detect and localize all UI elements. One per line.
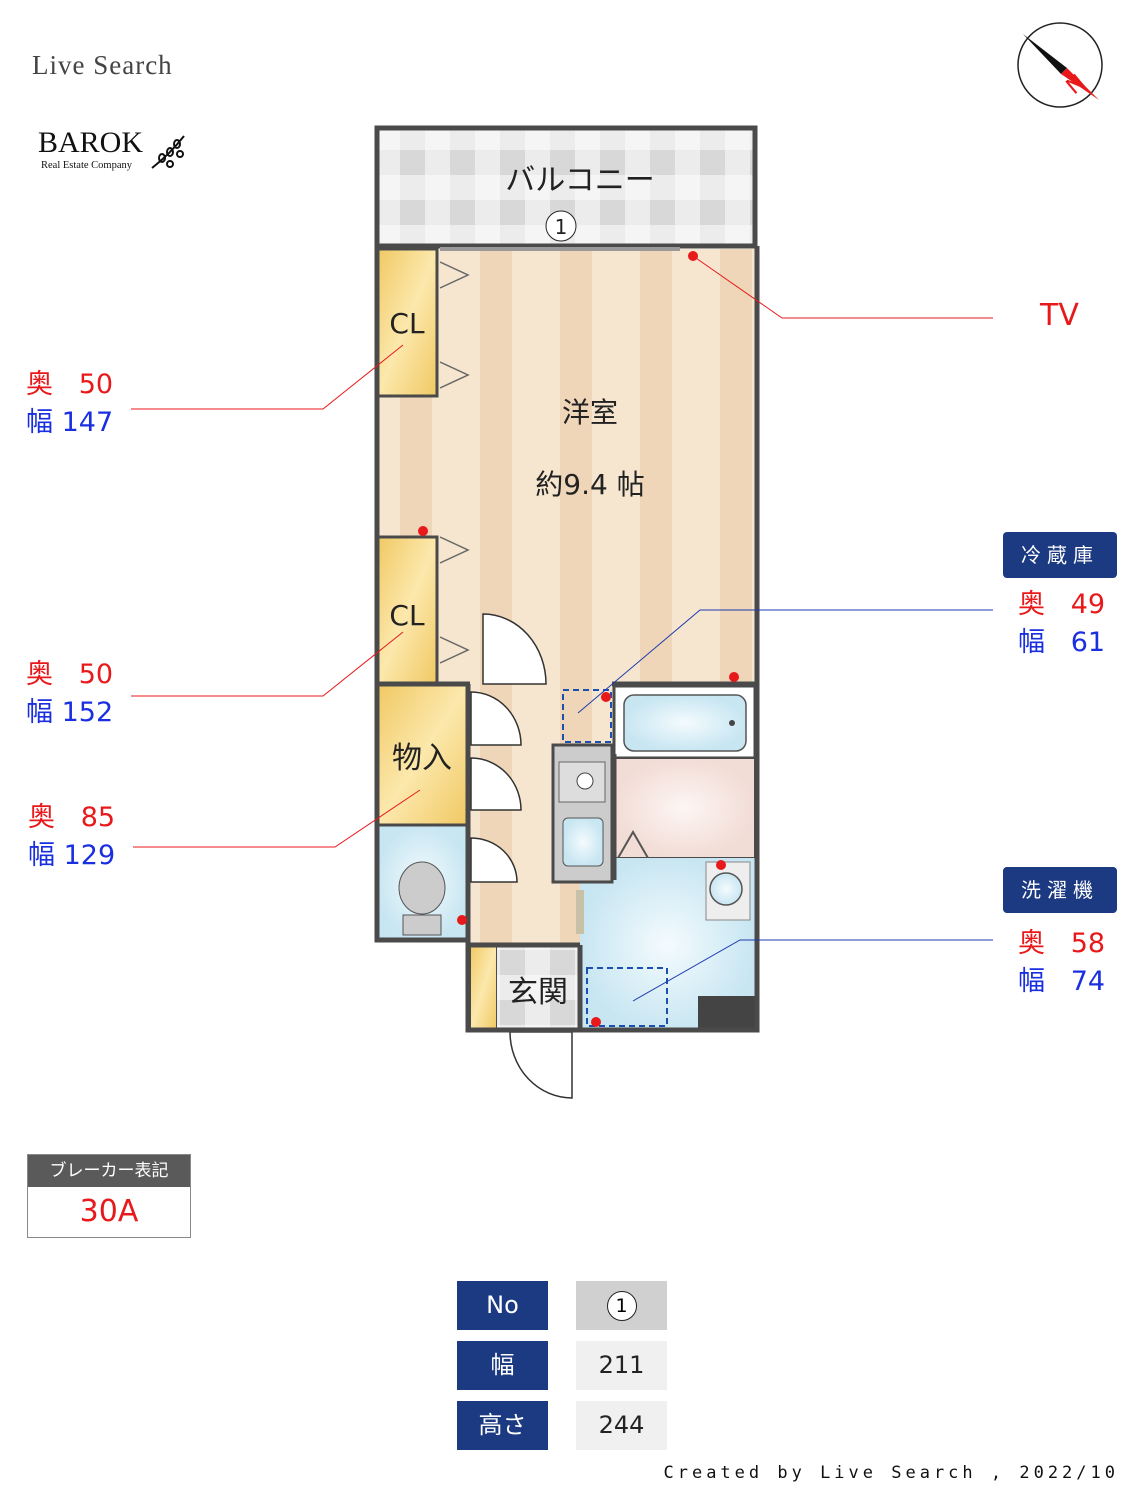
closet-2-label: CL — [389, 599, 425, 632]
table-header-height: 高さ — [457, 1401, 548, 1450]
breaker-box: ブレーカー表記 30A — [27, 1154, 191, 1238]
door — [482, 613, 547, 685]
window-marker — [545, 210, 577, 242]
closet-2 — [375, 535, 439, 686]
entrance — [497, 947, 580, 1030]
window-number: 1 — [555, 215, 568, 239]
brand-title: Live Search — [32, 50, 173, 80]
floor-plan: バルコニー 1 洋室 約9.4 帖 CL CL 物入 玄関 — [131, 125, 993, 1099]
fridge-space — [562, 689, 612, 743]
fridge-dimensions: 奥 49 幅 61 — [1018, 589, 1106, 658]
breaker-value: 30A — [79, 1194, 139, 1229]
bathtub-icon — [623, 694, 747, 752]
closet-1-label: CL — [389, 307, 425, 340]
storage-dimensions: 奥 85 幅 129 — [28, 802, 116, 871]
closet-2-dimensions: 奥 50 幅 152 — [26, 659, 114, 728]
fridge-tag: 冷蔵庫 — [1003, 532, 1117, 578]
tv-label: TV — [1040, 298, 1079, 333]
sink-icon — [709, 872, 743, 906]
toilet-icon — [398, 861, 446, 915]
company-logo-subtitle: Real Estate Company — [41, 160, 132, 171]
entrance-label: 玄関 — [508, 975, 568, 1010]
breaker-label: ブレーカー表記 — [28, 1155, 190, 1187]
credit-text: Created by Live Search , 2022/10 — [663, 1463, 1119, 1483]
table-value-no: 1 — [576, 1281, 667, 1330]
main-room-label: 洋室 — [562, 396, 618, 429]
closet-1 — [375, 247, 439, 398]
leaf-icon — [151, 135, 185, 169]
table-header-no: No — [457, 1281, 548, 1330]
storage-label: 物入 — [392, 741, 452, 776]
balcony-label: バルコニー — [505, 163, 654, 198]
washer-space — [586, 967, 668, 1027]
washer-dimensions: 奥 58 幅 74 — [1018, 928, 1106, 997]
main-room — [437, 249, 755, 684]
table-value-width: 211 — [576, 1341, 667, 1390]
closet-1-dimensions: 奥 50 幅 147 — [26, 369, 114, 438]
company-logo: BAROK — [38, 126, 144, 159]
main-room-size: 約9.4 帖 — [535, 468, 644, 501]
washer-tag: 洗濯機 — [1003, 867, 1117, 913]
table-header-width: 幅 — [457, 1341, 548, 1390]
compass-icon: N — [1017, 22, 1103, 108]
table-value-height: 244 — [576, 1401, 667, 1450]
entrance-door — [509, 1031, 573, 1099]
